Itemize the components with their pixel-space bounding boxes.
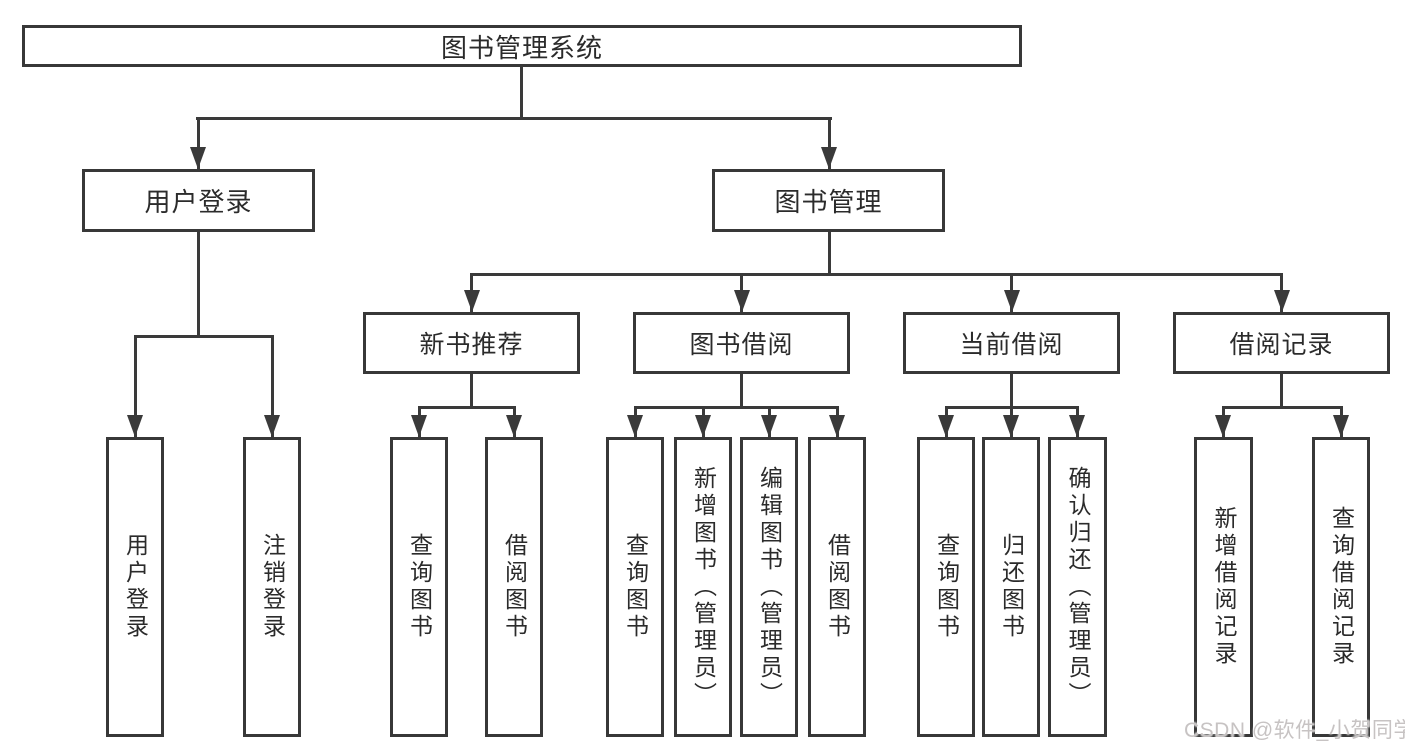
connector-current-stem xyxy=(1010,374,1013,409)
arrowhead xyxy=(761,415,777,437)
arrowhead xyxy=(190,147,206,169)
connector-userlogin-drop-2 xyxy=(270,335,274,437)
connector-userlogin-hline xyxy=(133,335,274,338)
node-query-borrow-record: 查询借阅记录 xyxy=(1312,437,1370,737)
connector-borrowing-stem xyxy=(740,374,743,409)
node-return-books: 归还图书 xyxy=(982,437,1040,737)
node-book-management-branch: 图书管理 xyxy=(712,169,945,232)
node-logout: 注销登录 xyxy=(243,437,301,737)
arrowhead xyxy=(411,415,427,437)
connector-records-hline xyxy=(1221,406,1343,409)
node-new-book-recommendation: 新书推荐 xyxy=(363,312,580,374)
node-user-login-branch: 用户登录 xyxy=(82,169,315,232)
arrowhead xyxy=(627,415,643,437)
arrowhead xyxy=(127,415,143,437)
node-user-login: 用户登录 xyxy=(106,437,164,737)
connector-bookmgmt-stem xyxy=(827,232,831,276)
connector-borrowing-hline xyxy=(633,406,839,409)
connector-root-stem xyxy=(520,65,523,120)
node-borrow-books-2: 借阅图书 xyxy=(808,437,866,737)
watermark-text: CSDN @软件_小贺同学 xyxy=(1184,719,1405,742)
node-query-books-2: 查询图书 xyxy=(606,437,664,737)
arrowhead xyxy=(1333,415,1349,437)
node-borrowing-records: 借阅记录 xyxy=(1173,312,1390,374)
arrowhead xyxy=(938,415,954,437)
node-add-borrow-record: 新增借阅记录 xyxy=(1194,437,1253,737)
node-add-books-admin: 新增图书（管理员） xyxy=(674,437,732,737)
arrowhead xyxy=(1003,415,1019,437)
connector-userlogin-drop-1 xyxy=(133,335,137,437)
arrowhead xyxy=(264,415,280,437)
node-library-management-system: 图书管理系统 xyxy=(22,25,1022,67)
node-edit-books-admin: 编辑图书（管理员） xyxy=(740,437,798,737)
arrowhead xyxy=(821,147,837,169)
arrowhead xyxy=(463,290,480,312)
connector-userlogin-stem xyxy=(196,232,200,338)
arrowhead xyxy=(1215,415,1231,437)
connector-records-stem xyxy=(1280,374,1283,409)
node-query-books-3: 查询图书 xyxy=(917,437,975,737)
arrowhead xyxy=(733,290,750,312)
connector-bookmgmt-hline xyxy=(470,273,1283,276)
node-current-borrowing: 当前借阅 xyxy=(903,312,1120,374)
connector-root-hline xyxy=(196,117,832,120)
node-confirm-return-admin: 确认归还（管理员） xyxy=(1048,437,1107,737)
connector-newbook-hline xyxy=(417,406,516,409)
arrowhead xyxy=(695,415,711,437)
arrowhead xyxy=(829,415,845,437)
arrowhead xyxy=(506,415,522,437)
connector-root-drop-left xyxy=(196,117,200,169)
node-borrow-books-1: 借阅图书 xyxy=(485,437,543,737)
arrowhead xyxy=(1069,415,1085,437)
node-book-borrowing: 图书借阅 xyxy=(633,312,850,374)
connector-root-drop-right xyxy=(827,117,831,169)
arrowhead xyxy=(1003,290,1020,312)
arrowhead xyxy=(1273,290,1290,312)
node-query-books-1: 查询图书 xyxy=(390,437,448,737)
connector-newbook-stem xyxy=(470,374,473,409)
